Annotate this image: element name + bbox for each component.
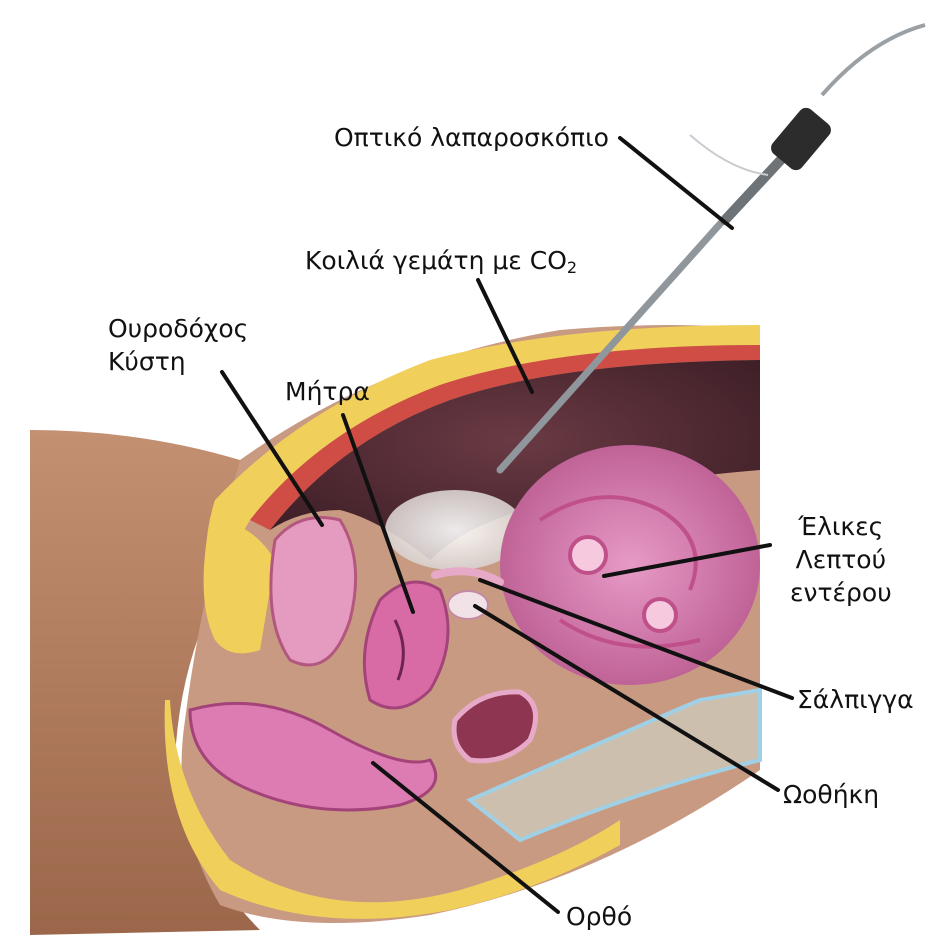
leader-laparoscope [620, 138, 732, 228]
label-co2-subscript: 2 [567, 258, 577, 277]
label-small-intestine: Έλικες Λεπτού εντέρου [790, 510, 892, 609]
intestine-mass [500, 445, 760, 685]
label-co2-text: Κοιλιά γεμάτη με CO [305, 246, 567, 275]
label-co2-abdomen: Κοιλιά γεμάτη με CO2 [305, 244, 577, 284]
label-laparoscope: Οπτικό λαπαροσκόπιο [334, 121, 609, 154]
ovary-shape [448, 591, 488, 619]
label-rectum: Ορθό [566, 900, 632, 933]
label-ovary: Ωοθήκη [783, 778, 879, 811]
label-bladder: Ουροδόχος Κύστη [108, 312, 248, 378]
label-uterus: Μήτρα [285, 375, 370, 408]
label-fallopian-tube: Σάλπιγγα [797, 683, 914, 716]
